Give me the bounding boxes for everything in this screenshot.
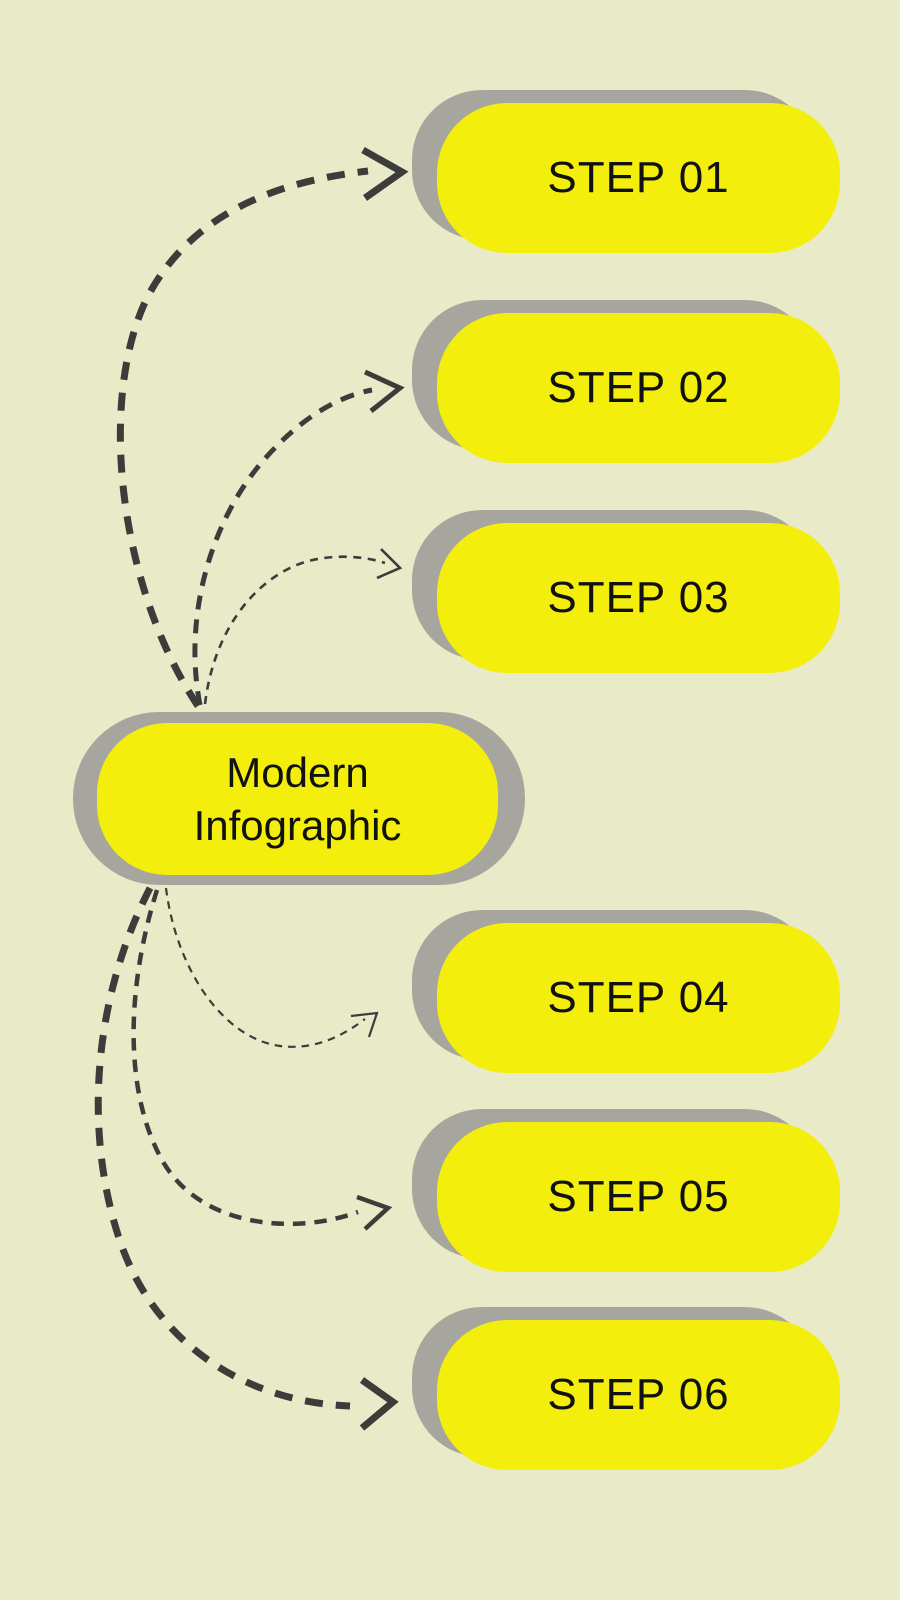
step-label: STEP 03 (547, 573, 730, 622)
arrow-to-step-05 (131, 889, 393, 1231)
step-card-face: STEP 03 (437, 523, 840, 673)
arrow-to-step-03 (203, 548, 403, 705)
step-card-face: STEP 04 (437, 923, 840, 1073)
step-card-06: STEP 06 (412, 1307, 840, 1470)
step-card-face: STEP 01 (437, 103, 840, 253)
step-card-01: STEP 01 (412, 90, 840, 253)
step-label: STEP 05 (547, 1172, 730, 1221)
step-label: STEP 02 (547, 363, 730, 412)
step-card-face: STEP 06 (437, 1320, 840, 1470)
center-node-face: Modern Infographic (97, 723, 498, 875)
step-card-04: STEP 04 (412, 910, 840, 1073)
step-label: STEP 06 (547, 1370, 730, 1419)
arrow-to-step-02 (192, 369, 405, 706)
step-label: STEP 01 (547, 153, 730, 202)
arrow-to-step-04 (164, 887, 379, 1048)
step-card-05: STEP 05 (412, 1109, 840, 1272)
center-title-line2: Infographic (193, 802, 402, 849)
step-card-02: STEP 02 (412, 300, 840, 463)
step-card-face: STEP 02 (437, 313, 840, 463)
arrow-to-step-01 (116, 146, 409, 708)
arrow-to-step-06 (94, 886, 399, 1431)
center-node: Modern Infographic (73, 712, 525, 885)
step-label: STEP 04 (547, 973, 730, 1022)
step-card-face: STEP 05 (437, 1122, 840, 1272)
step-card-03: STEP 03 (412, 510, 840, 673)
center-title-line1: Modern (226, 749, 369, 796)
